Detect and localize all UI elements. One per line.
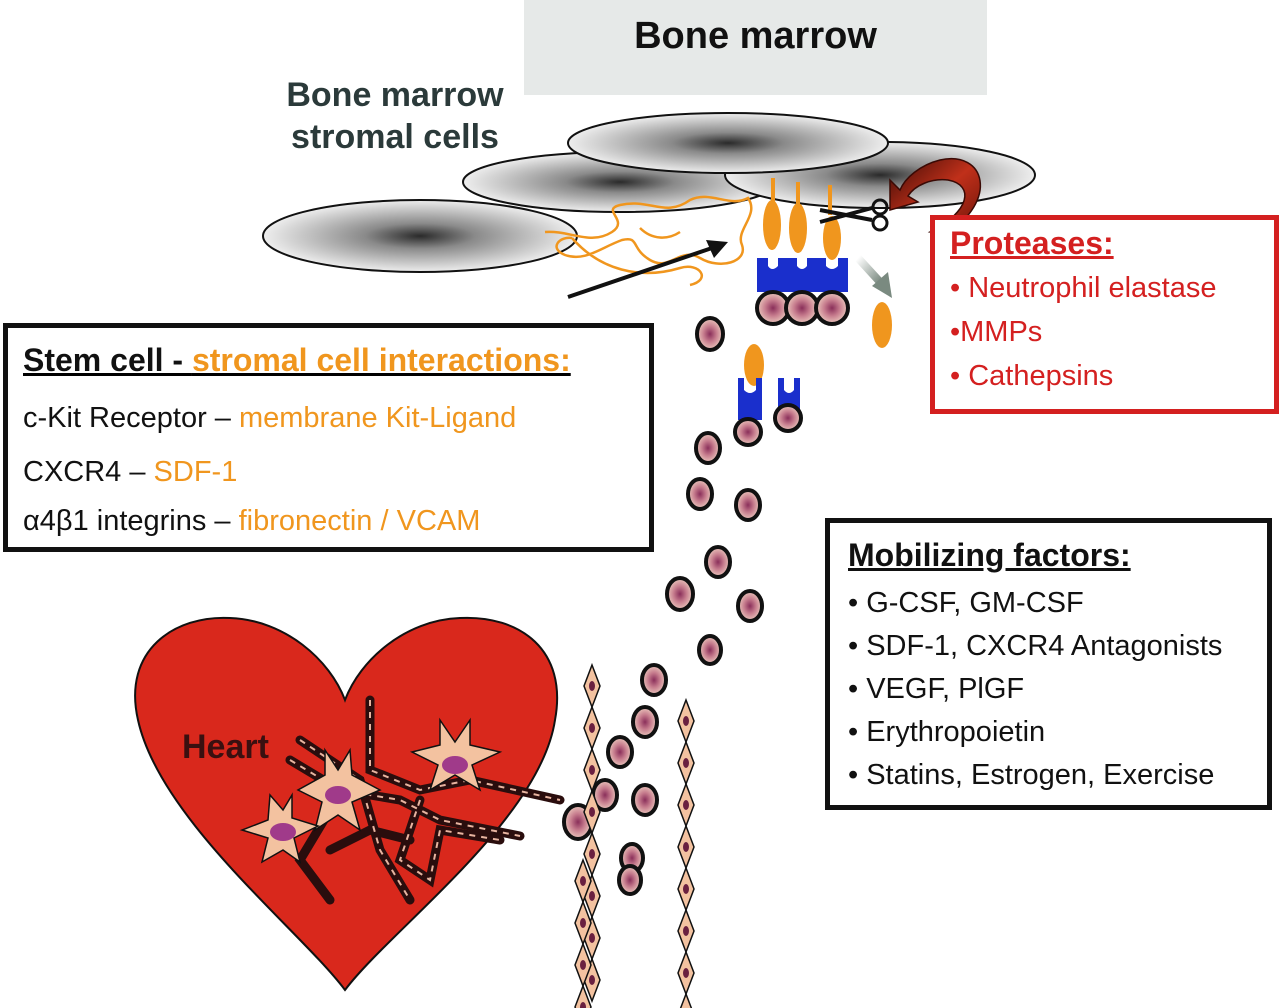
spindle-nucleus (683, 968, 689, 978)
spindle-nucleus (589, 891, 595, 901)
released-cells (733, 378, 803, 447)
protease-item: • Cathepsins (950, 360, 1114, 392)
bound-stem-cells (755, 258, 850, 326)
spindle-nucleus (683, 800, 689, 810)
circulating-stem-cell (631, 705, 659, 739)
heart (134, 616, 565, 992)
soluble-ligand (744, 344, 764, 386)
stem-stromal-interactions-box: Stem cell - stromal cell interactions: c… (3, 323, 654, 552)
kit-ligand (763, 200, 781, 250)
fibronectin-fiber (544, 195, 753, 287)
spindle-nucleus (683, 884, 689, 894)
ckit-receptor (778, 378, 800, 412)
circulating-stem-cell (697, 634, 723, 666)
circulating-stem-cells (562, 316, 764, 896)
ligand-name: membrane Kit-Ligand (238, 402, 517, 434)
spindle-nucleus (683, 926, 689, 936)
circulating-stem-cell (695, 316, 725, 352)
spindle-nucleus (589, 849, 595, 859)
endothelial-spindle-cell (679, 991, 693, 1008)
ligand-name: SDF-1 (153, 456, 238, 488)
interaction-row: α4β1 integrins – fibronectin / VCAM (23, 505, 480, 538)
mobilizing-title: Mobilizing factors: (848, 537, 1131, 573)
stromal-cells (262, 112, 1036, 273)
protease-item: • Neutrophil elastase (950, 272, 1217, 304)
circulating-stem-cell (704, 545, 732, 579)
stromal-cell (262, 199, 578, 273)
circulating-stem-cell (736, 589, 764, 623)
ligand-name: fibronectin / VCAM (238, 505, 481, 537)
circulating-stem-cell (631, 783, 659, 817)
heart-label: Heart (182, 728, 269, 766)
spindle-nucleus (589, 765, 595, 775)
release-arrow (855, 255, 892, 298)
circulating-stem-cell (734, 488, 762, 522)
stromal-label-line2: stromal cells (291, 118, 499, 156)
cardiac-cell (296, 747, 382, 832)
kit-ligand (823, 216, 841, 260)
interactions-title-part2: stromal cell interactions: (191, 342, 571, 378)
receptor-name: c-Kit Receptor – (23, 402, 239, 434)
ckit-receptor (738, 378, 762, 420)
spindle-nucleus (580, 960, 586, 970)
circulating-stem-cell (606, 735, 634, 769)
interactions-title-part1: Stem cell - (23, 342, 192, 378)
kit-ligand (789, 203, 807, 253)
interaction-row: CXCR4 – SDF-1 (23, 456, 237, 489)
scissors-icon (819, 198, 889, 232)
circulating-stem-cell (640, 663, 668, 697)
spindle-nucleus (683, 758, 689, 768)
bone-marrow-title: Bone marrow (634, 15, 877, 57)
spindle-nucleus (589, 933, 595, 943)
cardiac-cell (409, 717, 503, 792)
stem-cell (733, 417, 763, 447)
mobilizing-item: • Erythropoietin (848, 716, 1046, 748)
endothelial-spindle-cell (574, 983, 592, 1008)
mobilizing-item: • Statins, Estrogen, Exercise (848, 759, 1215, 791)
stromal-cell (567, 112, 889, 174)
spindle-nucleus (589, 975, 595, 985)
spindle-nucleus (589, 807, 595, 817)
stem-cell (773, 403, 803, 433)
protease-item: •MMPs (950, 316, 1043, 348)
endothelial-progenitor-columns (574, 662, 695, 1008)
receptor-name: α4β1 integrins – (23, 505, 239, 537)
spindle-nucleus (683, 842, 689, 852)
membrane-ligands (763, 178, 841, 260)
spindle-nucleus (580, 876, 586, 886)
cardiac-cell (239, 792, 321, 864)
interactions-title: Stem cell - stromal cell interactions: (23, 342, 571, 379)
mobilizing-item: • G-CSF, GM-CSF (848, 587, 1084, 619)
stem-cell (814, 290, 850, 326)
circulating-stem-cell (686, 477, 714, 511)
proteases-box: Proteases: • Neutrophil elastase •MMPs •… (930, 215, 1279, 414)
ckit-receptor (757, 258, 790, 292)
circulating-stem-cell (694, 431, 722, 465)
cleaved-ligand (872, 302, 892, 348)
spindle-nucleus (589, 681, 595, 691)
stromal-label-line1: Bone marrow (286, 76, 504, 114)
circulating-stem-cell (665, 576, 695, 612)
stromal-cells-label: Bone marrow stromal cells (255, 74, 535, 158)
mobilizing-item: • VEGF, PlGF (848, 673, 1025, 705)
stem-cell (784, 290, 820, 326)
spindle-nucleus (589, 723, 595, 733)
adhesion-arrow (567, 240, 728, 299)
spindle-nucleus (683, 716, 689, 726)
spindle-nucleus (580, 918, 586, 928)
proteases-title: Proteases: (950, 225, 1114, 261)
receptor-name: CXCR4 – (23, 456, 154, 488)
spindle-nucleus (580, 1002, 586, 1008)
mobilizing-item: • SDF-1, CXCR4 Antagonists (848, 630, 1223, 662)
circulating-stem-cell (617, 864, 643, 896)
bone-marrow-header: Bone marrow (524, 0, 987, 95)
mobilizing-factors-box: Mobilizing factors: • G-CSF, GM-CSF • SD… (825, 518, 1272, 810)
ckit-receptor (787, 258, 818, 292)
ckit-receptor (816, 258, 848, 292)
interaction-row: c-Kit Receptor – membrane Kit-Ligand (23, 402, 516, 435)
